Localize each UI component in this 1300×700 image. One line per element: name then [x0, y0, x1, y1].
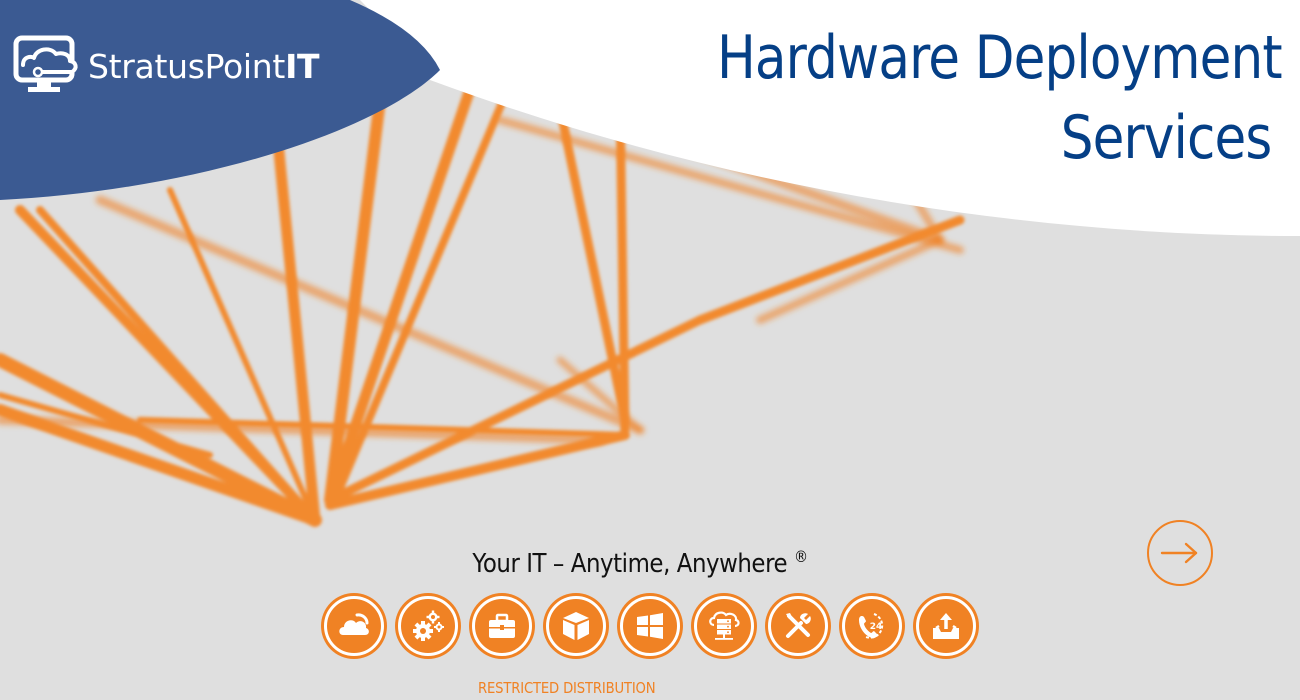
windows-icon: [637, 613, 663, 639]
service-support-24[interactable]: 24: [839, 593, 905, 659]
service-cloud[interactable]: [321, 593, 387, 659]
service-gears[interactable]: [395, 593, 461, 659]
cloud-server-icon: [709, 611, 740, 640]
svg-text:24: 24: [870, 622, 883, 632]
brand-logo: StratusPointIT: [12, 34, 320, 98]
tagline-text: Your IT – Anytime, Anywhere: [472, 549, 788, 579]
gears-icon: [413, 610, 444, 641]
service-cloud-server[interactable]: [691, 593, 757, 659]
next-slide-button[interactable]: [1147, 520, 1213, 586]
brand-name: StratusPointIT: [88, 46, 320, 86]
box-icon: [563, 612, 589, 640]
service-icon-row: 24: [321, 593, 979, 659]
classification-label: RESTRICTED DISTRIBUTION: [478, 679, 656, 697]
tagline: Your IT – Anytime, Anywhere ®: [77, 547, 1203, 579]
service-briefcase[interactable]: [469, 593, 535, 659]
registered-mark: ®: [794, 547, 808, 566]
page-title: Hardware Deployment Services: [717, 18, 1283, 178]
title-line-2: Services: [1060, 103, 1273, 173]
briefcase-icon: [489, 613, 515, 638]
upload-icon: [933, 613, 959, 639]
monitor-cloud-icon: [13, 35, 78, 92]
service-upload[interactable]: [913, 593, 979, 659]
tools-icon: [786, 613, 811, 638]
support-24-icon: 24: [859, 613, 884, 639]
service-box[interactable]: [543, 593, 609, 659]
title-line-1: Hardware Deployment: [717, 23, 1283, 93]
arrow-right-icon: [1160, 542, 1198, 564]
service-tools[interactable]: [765, 593, 831, 659]
cloud-icon: [339, 613, 369, 635]
service-windows[interactable]: [617, 593, 683, 659]
